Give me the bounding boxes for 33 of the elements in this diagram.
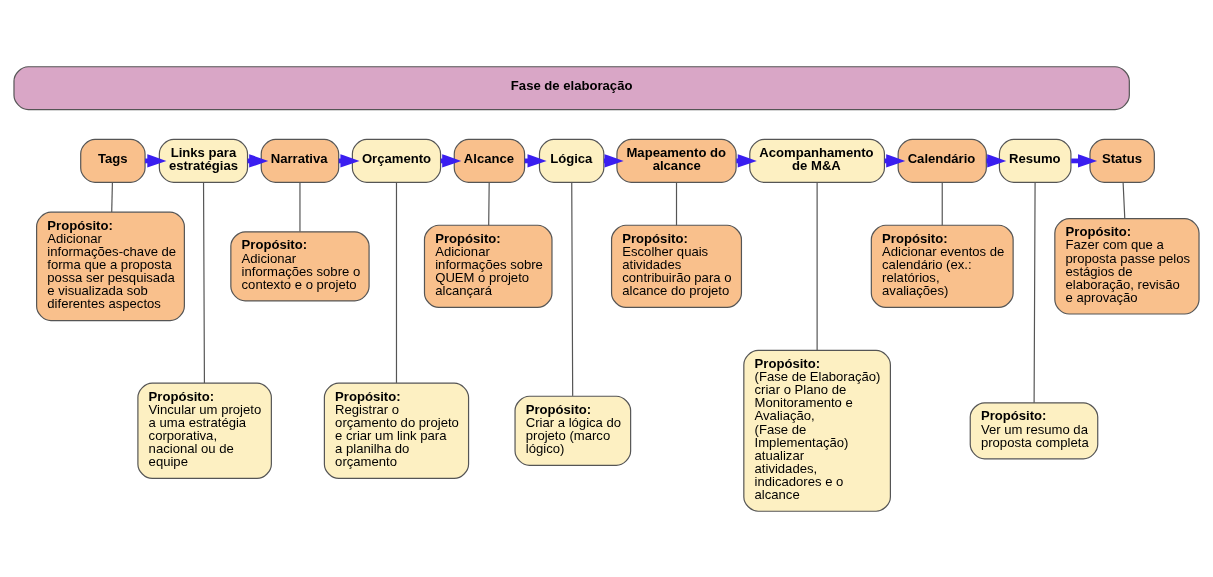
node-box: Propósito: (Fase de Elaboração) criar o Plano de Monitoramento e Avaliação, (Fase de Implementação) atualizar atividades, indicadores e o alcance	[743, 349, 891, 512]
connector	[816, 181, 818, 351]
node-box: Status	[1089, 138, 1155, 183]
node-box: Acompanhamento de M&A	[749, 138, 886, 183]
node-box: Propósito: Adicionar informações-chave de forma que a proposta possa ser pesquisada e visualizada sob diferentes aspectos	[36, 211, 185, 321]
connector	[1122, 181, 1126, 219]
node-box: Propósito: Vincular um projeto a uma estratégia corporativa, nacional ou de equipe	[137, 382, 272, 479]
node-box: Links para estratégias	[158, 138, 249, 183]
node-box: Mapeamento do alcance	[616, 138, 737, 183]
node-box: Propósito: Adicionar informações sobre QUEM o projeto alcançará	[423, 224, 553, 308]
connector	[299, 181, 301, 232]
connector	[395, 181, 398, 384]
node-box: Orçamento	[351, 138, 442, 183]
node-box: Propósito: Fazer com que a proposta passe pelos estágios de elaboração, revisão e aprovação	[1054, 217, 1200, 315]
connector	[111, 181, 113, 213]
connector	[1033, 181, 1036, 403]
node-box: Alcance	[453, 138, 526, 183]
connector	[488, 181, 490, 226]
node-box: Tags	[80, 138, 146, 183]
node-box: Narrativa	[260, 138, 340, 183]
connector	[202, 181, 206, 384]
node-box: Fase de elaboração	[13, 65, 1130, 110]
node-box: Propósito: Adicionar eventos de calendário (ex.: relatórios, avaliações)	[870, 224, 1014, 308]
node-box: Propósito: Escolher quais atividades contribuirão para o alcance do projeto	[610, 224, 743, 308]
node-box: Propósito: Ver um resumo da proposta completa	[969, 401, 1099, 459]
connector	[941, 181, 943, 226]
node-box: Propósito: Adicionar informações sobre o contexto e o projeto	[230, 230, 370, 301]
node-box: Propósito: Registrar o orçamento do projeto e criar um link para a planilha do orçamento	[323, 382, 470, 479]
connector	[571, 181, 574, 396]
connector	[675, 181, 678, 226]
node-box: Calendário	[897, 138, 987, 183]
node-box: Propósito: Criar a lógica do projeto (marco lógico)	[514, 395, 632, 466]
node-box: Resumo	[998, 138, 1072, 183]
